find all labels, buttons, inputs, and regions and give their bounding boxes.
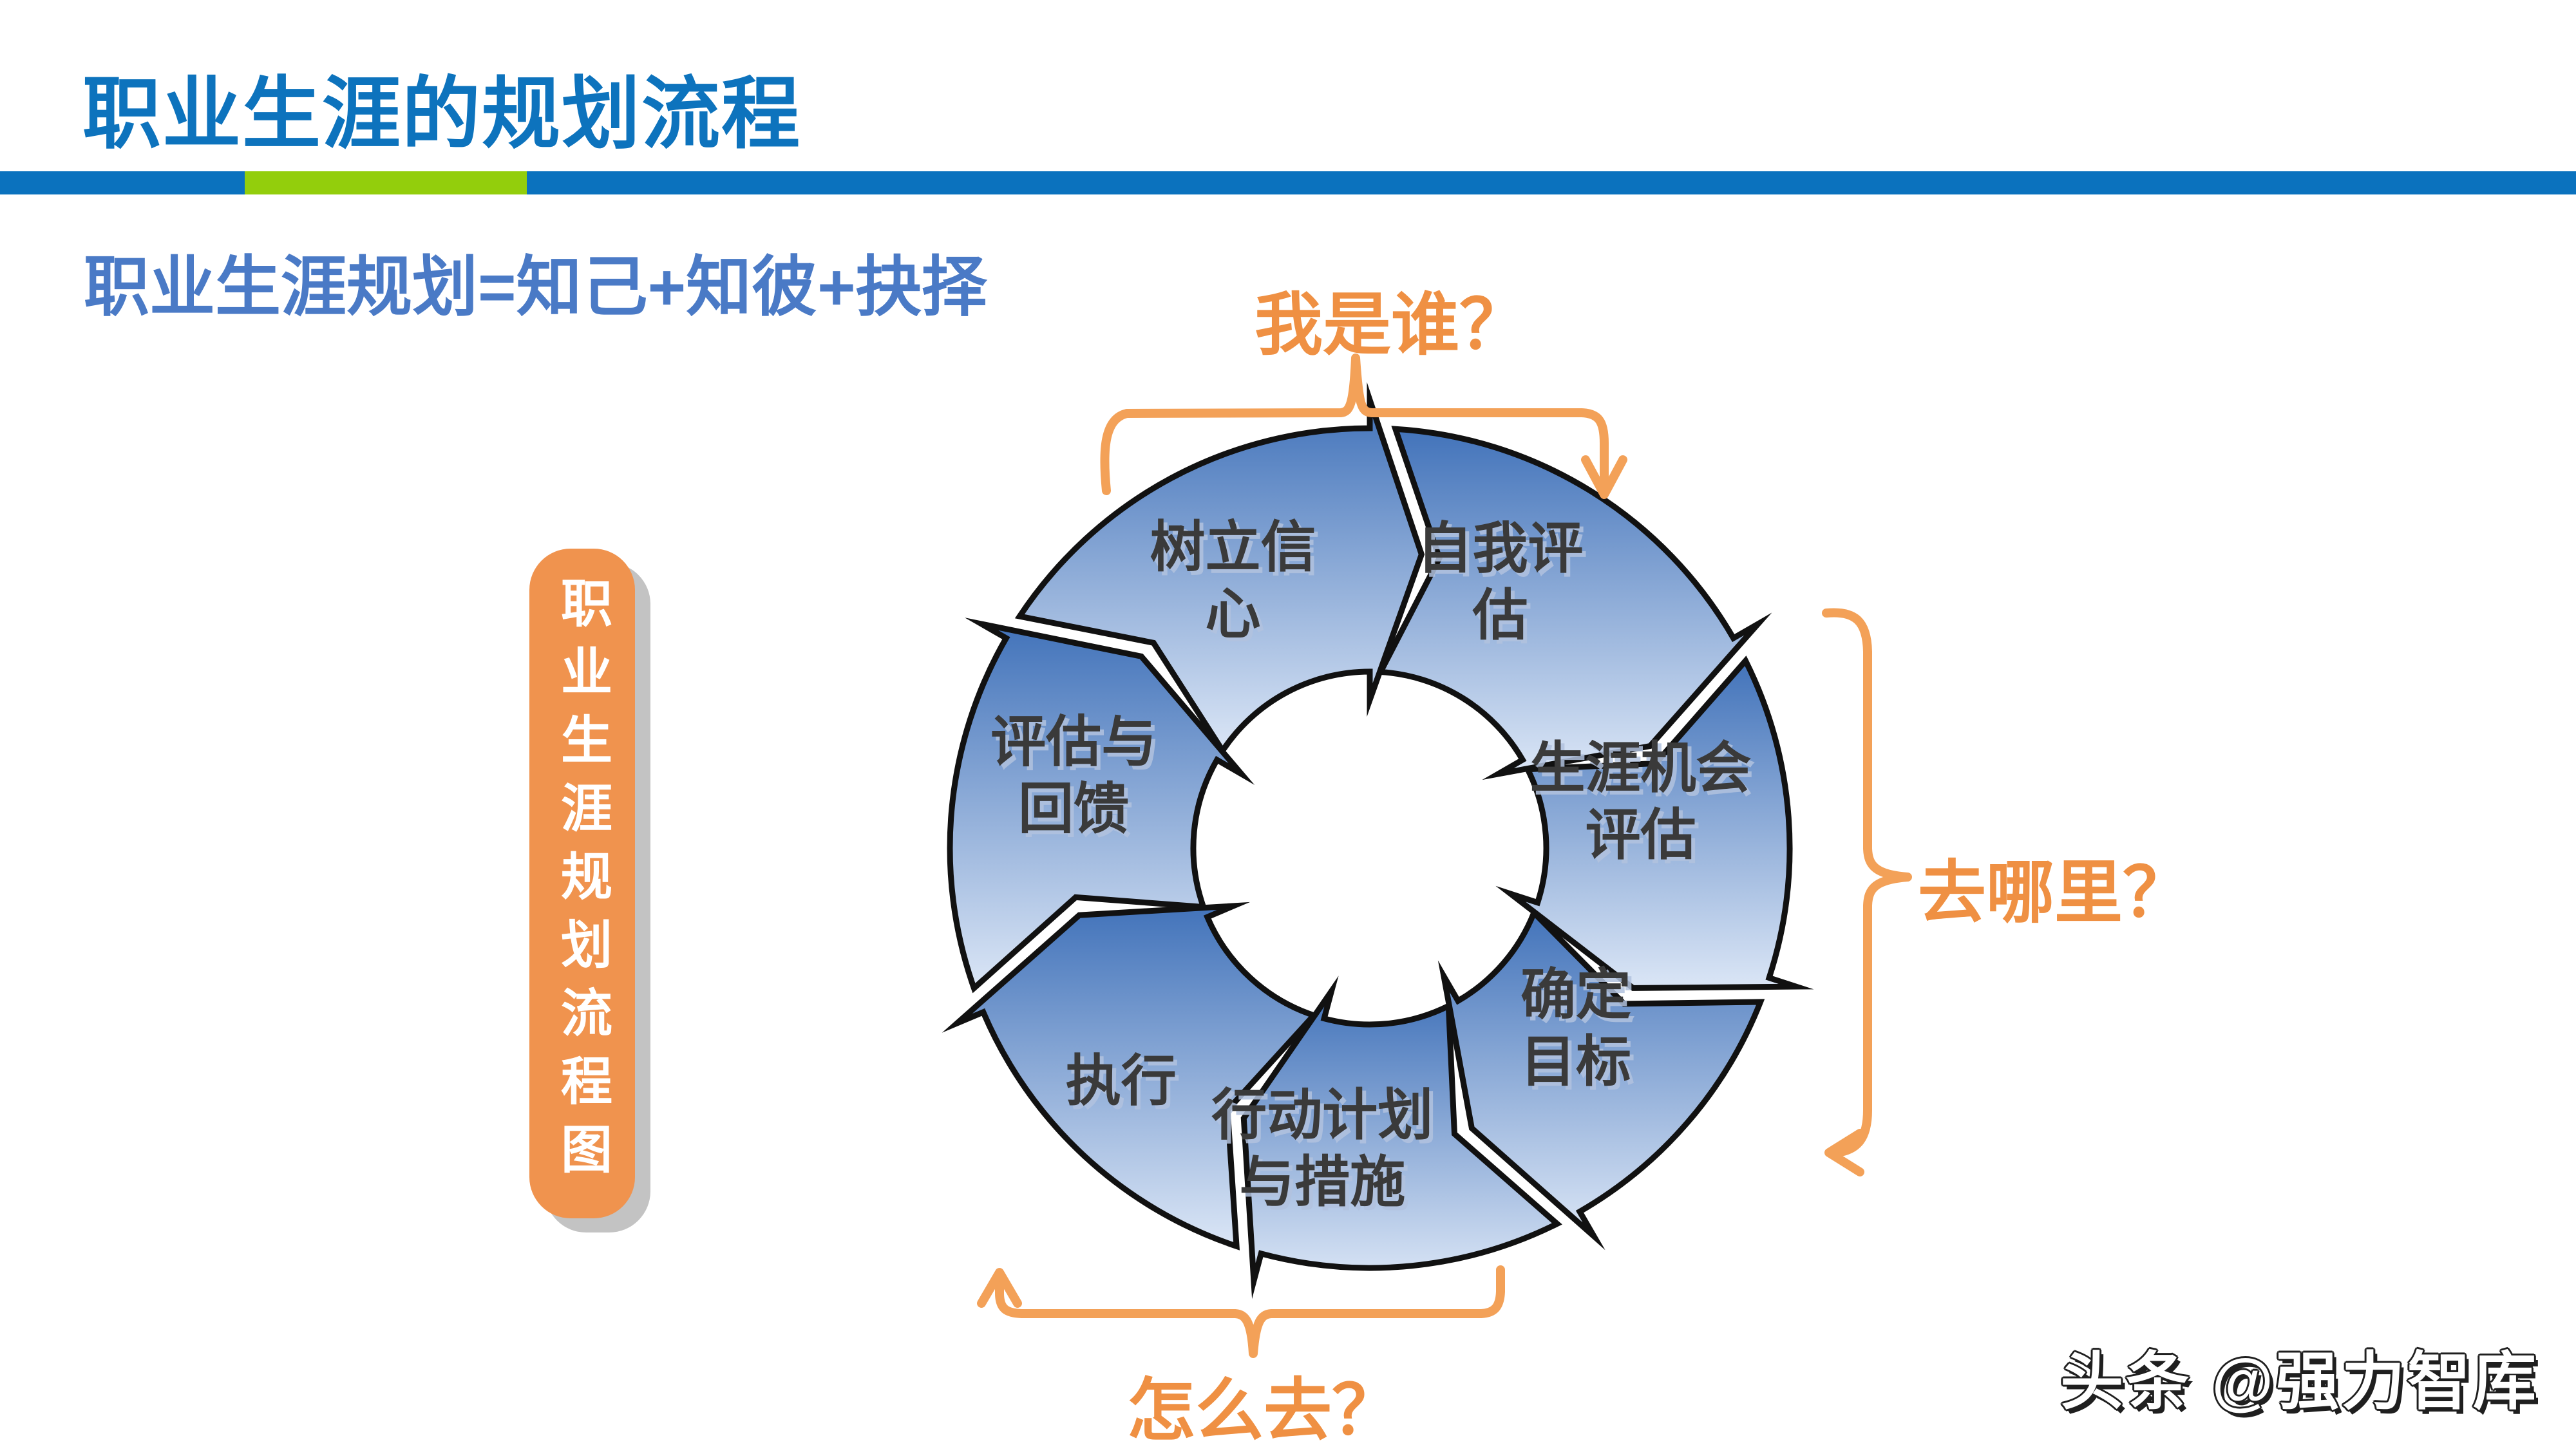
side-label-pill: 职业生涯规划流程图 [529,549,635,1218]
cycle-segment-5-label: 执行 [1066,1050,1177,1112]
arrow-down-icon [1581,455,1627,499]
brace-top-line [1100,354,1609,495]
brace-where-to-go [1822,608,1912,1176]
annotation-who-am-i: 我是谁？ [1255,287,1528,363]
arrow-up-icon [977,1268,1022,1308]
title-divider [0,171,2576,194]
subtitle-formula: 职业生涯规划=知己+知彼+抉择 [84,250,987,324]
cycle-segment-1-arrow [1376,426,1772,780]
cycle-segment-7-arrow [1014,382,1425,757]
cycle-segment-4-arrow [1240,976,1562,1299]
watermark: 头条 @强力智库 [2060,1346,2539,1417]
cycle-segment-1-label: 自我评估 [1417,518,1584,647]
brace-bottom-line [995,1265,1505,1358]
cycle-segment-3-arrow [1437,907,1765,1251]
page-title: 职业生涯的规划流程 [82,70,801,158]
cycle-segment-2-arrow [1495,656,1814,991]
side-label-text: 职业生涯规划流程图 [554,576,611,1191]
annotation-where-to-go: 去哪里？ [1918,855,2191,931]
cycle-segment-6-label: 评估与回馈 [990,711,1157,840]
arrow-left-icon [1824,1129,1864,1176]
cycle-segment-4-label: 行动计划与措施 [1211,1084,1433,1213]
cycle-segment-3-label: 确定目标 [1520,964,1631,1093]
annotation-how-to-get-there: 怎么去？ [1127,1373,1400,1449]
cycle-segment-2-label: 生涯机会评估 [1530,737,1752,866]
divider-green-segment [245,171,527,194]
cycle-segment-5-arrow [942,902,1320,1251]
brace-who-am-i [1100,354,1627,499]
brace-how-to-get-there [977,1265,1505,1358]
cycle-segment-6-arrow [947,618,1255,994]
cycle-segment-7-label: 树立信心 [1150,516,1316,645]
brace-right-line [1822,608,1912,1157]
